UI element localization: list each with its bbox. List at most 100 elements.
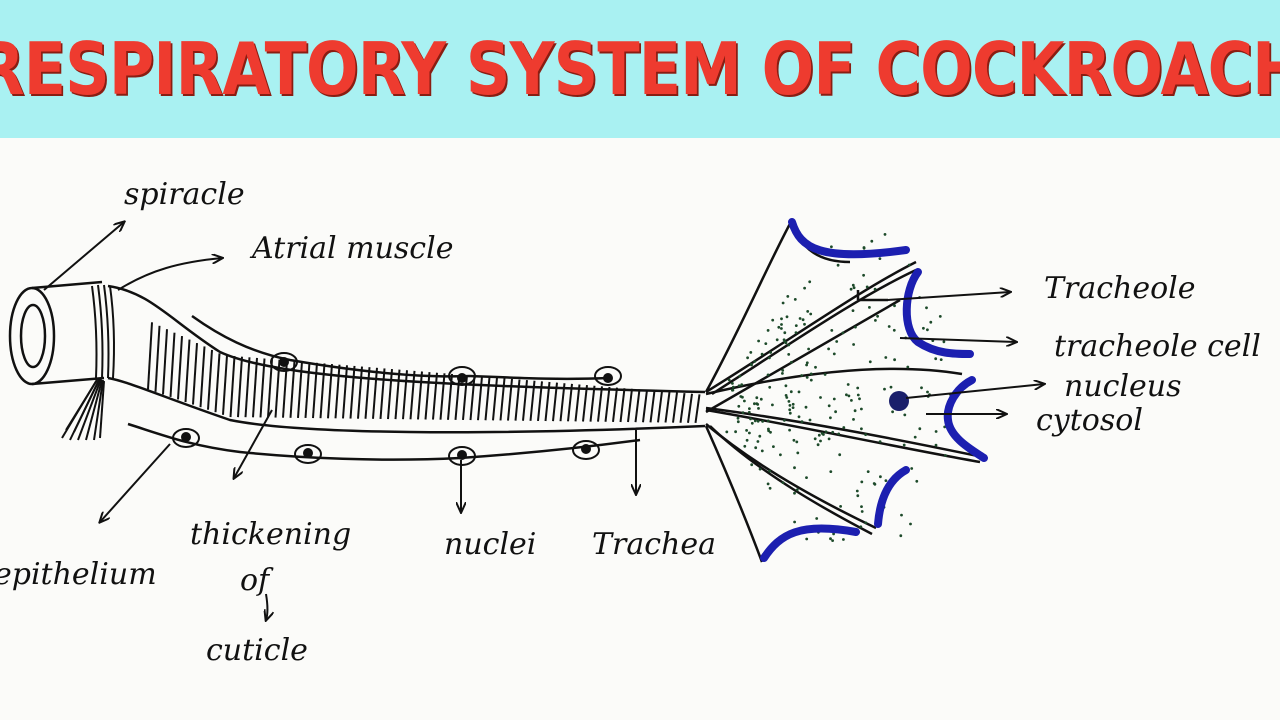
cuticle-ring	[297, 361, 303, 418]
cytosol-dot	[830, 329, 834, 332]
tracheole-cell-outline	[760, 218, 988, 562]
cytosol-dot	[816, 443, 820, 447]
cytosol-dot	[743, 399, 746, 403]
cytosol-dot	[767, 427, 770, 431]
label-nucleus: nucleus	[1064, 369, 1182, 404]
cytosol-dot	[856, 393, 860, 397]
cytosol-dot	[805, 361, 809, 365]
nucleus-lower-2	[294, 444, 322, 464]
cytosol-dot	[837, 432, 841, 436]
epithelium-arrow	[100, 443, 171, 522]
cuticle-ring	[372, 367, 378, 419]
cytosol-dot	[819, 439, 822, 443]
cytosol-dot	[893, 358, 896, 362]
cytosol-dot	[858, 397, 861, 401]
cuticle-ring	[177, 336, 183, 400]
cytosol-dot	[860, 427, 863, 431]
cytosol-dot	[874, 319, 877, 322]
cytosol-dot	[852, 286, 856, 290]
cuticle-ring	[349, 365, 356, 419]
cytosol-dot	[847, 394, 851, 398]
cuticle-ring	[154, 325, 161, 392]
cytosol-dot	[784, 394, 788, 397]
cytosol-dot	[772, 445, 775, 448]
cytosol-dot	[807, 347, 810, 351]
cytosol-dot	[918, 427, 922, 431]
cytosol-dot	[823, 373, 827, 376]
cuticle-ring	[507, 378, 513, 421]
cytosol-dot	[731, 385, 735, 389]
cuticle-ring	[229, 355, 236, 418]
cytosol-dot	[793, 520, 796, 524]
cytosol-dot	[734, 430, 737, 434]
cytosol-dot	[891, 410, 894, 414]
cytosol-dot	[768, 486, 772, 490]
cytosol-dot	[745, 429, 748, 432]
cytosol-dot	[750, 421, 754, 425]
cytosol-dot	[856, 386, 860, 390]
cytosol-dot	[764, 342, 768, 345]
cytosol-dot	[766, 482, 770, 486]
cytosol-dot	[913, 435, 917, 439]
cuticle-ring	[394, 369, 401, 420]
cuticle-ring	[162, 329, 168, 395]
cytosol-dot	[827, 347, 830, 351]
cytosol-dot	[800, 374, 804, 377]
cytosol-dot	[836, 263, 840, 267]
cytosol-dot	[884, 479, 888, 482]
cytosol-dot	[725, 430, 729, 434]
cytosol-dot	[801, 318, 805, 322]
cytosol-dot	[740, 383, 744, 386]
cytosol-dot	[872, 482, 876, 485]
cuticle-ring	[454, 374, 461, 420]
cytosol-dot	[938, 315, 942, 318]
cuticle-ring	[319, 363, 326, 419]
cytosol-dot	[944, 454, 947, 457]
nucleus-lower-1	[172, 428, 200, 448]
cytosol-dot	[781, 481, 785, 484]
cuticle-ring	[327, 363, 333, 419]
label-thickening: thickening	[190, 517, 351, 552]
cuticle-ring	[357, 366, 363, 419]
cuticle-ring	[342, 365, 348, 419]
cytosol-dot	[748, 407, 751, 410]
cuticle-ring	[567, 383, 573, 422]
cytosol-dot	[777, 325, 781, 329]
cuticle-ring	[499, 378, 506, 421]
cytosol-dot	[795, 488, 799, 492]
cuticle-ring	[574, 384, 581, 422]
cytosol-dot	[907, 263, 911, 267]
cuticle-ring	[364, 367, 371, 419]
label-tracheole: Tracheole	[1044, 271, 1196, 306]
cytosol-dot	[859, 525, 863, 529]
cytosol-dot	[834, 410, 837, 414]
spiracle-arrow	[43, 222, 124, 291]
cytosol-dot	[808, 280, 812, 284]
cytosol-dot	[793, 491, 796, 495]
cuticle-ring	[244, 357, 251, 418]
cytosol-dot	[860, 407, 863, 411]
cytosol-dot	[795, 440, 799, 444]
cuticle-ring	[492, 377, 498, 421]
cuticle-ring	[529, 380, 536, 421]
cytosol-dot	[768, 356, 771, 360]
cytosol-dot	[794, 324, 798, 327]
nucleus-upper-3	[594, 366, 622, 386]
tracheole-cell-arrow	[899, 338, 1016, 342]
cytosol-dot	[771, 403, 774, 407]
cytosol-dot	[746, 356, 749, 360]
cuticle-ring	[252, 357, 258, 418]
cytosol-dot	[753, 360, 756, 363]
atrial-muscle-lines	[91, 284, 115, 379]
cuticle-ring	[657, 391, 663, 423]
nucleus-lower-4	[572, 440, 600, 460]
cytosol-dot	[754, 446, 758, 450]
cuticle-ring	[267, 359, 273, 418]
cytosol-dot	[870, 239, 874, 243]
cytosol-dot	[879, 475, 882, 479]
cytosol-dot	[789, 390, 793, 394]
cuticle-ring	[514, 379, 521, 421]
cuticle-ring	[237, 356, 243, 418]
cytosol-dot	[766, 373, 770, 377]
cytosol-dot	[803, 322, 806, 326]
